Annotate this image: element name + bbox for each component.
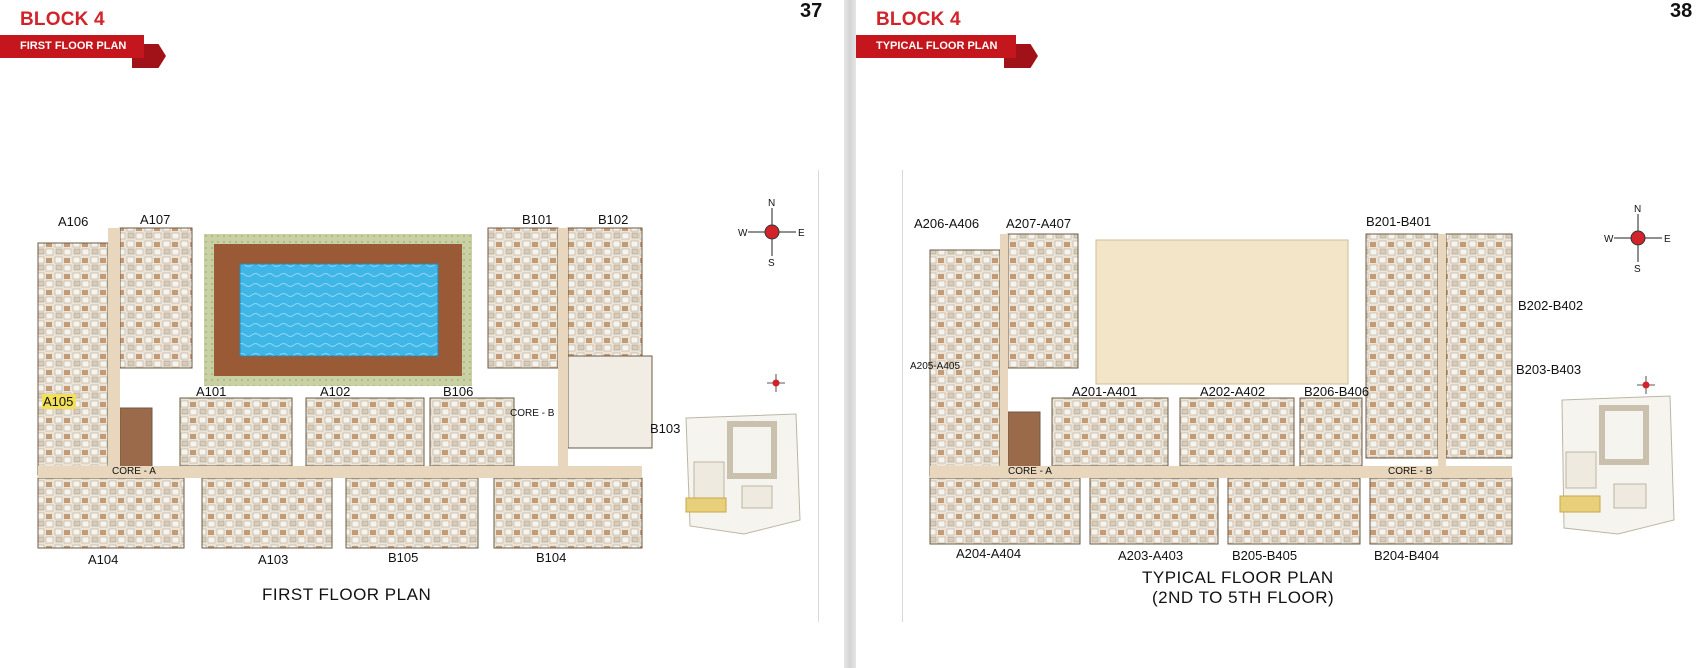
swimming-pool xyxy=(204,234,472,386)
small-compass-icon xyxy=(767,374,785,392)
unit-label-a205: A205-A405 xyxy=(910,361,960,372)
unit-label-b105: B105 xyxy=(388,550,418,565)
unit-label-a201: A201-A401 xyxy=(1072,384,1137,399)
unit-label-a207: A207-A407 xyxy=(1006,216,1071,231)
first-floor-plan-diagram: A106 A107 B101 B102 A105 A101 A102 B106 … xyxy=(37,198,805,604)
core-label-b: CORE - B xyxy=(510,408,555,419)
typical-floor-plan-diagram: A206-A406 A207-A407 B201-B401 B202-B402 … xyxy=(910,204,1675,607)
section-ribbon: FIRST FLOOR PLAN xyxy=(0,35,144,58)
unit-label-a204: A204-A404 xyxy=(956,546,1021,561)
unit-label-b104: B104 xyxy=(536,550,566,565)
compass-n: N xyxy=(1634,204,1641,215)
corridors xyxy=(930,234,1512,478)
highlight-a105 xyxy=(42,394,76,409)
compass-rose-icon: N S E W xyxy=(738,198,805,269)
core-label-b: CORE - B xyxy=(1388,466,1433,477)
compass-s: S xyxy=(1634,264,1641,275)
unit-label-a102: A102 xyxy=(320,384,350,399)
unit-label-a104: A104 xyxy=(88,552,118,567)
apartment-blocks xyxy=(929,233,1513,545)
open-lawn-area xyxy=(1095,239,1349,385)
corridors xyxy=(38,228,642,478)
unit-label-a203: A203-A403 xyxy=(1118,548,1183,563)
compass-rose-icon: N S E W xyxy=(1604,204,1671,275)
compass-e: E xyxy=(798,228,805,239)
unit-label-b204: B204-B404 xyxy=(1374,548,1439,563)
unit-label-a202: A202-A402 xyxy=(1200,384,1265,399)
unit-label-a105: A105 xyxy=(43,394,73,409)
right-page: BLOCK 4 TYPICAL FLOOR PLAN 38 xyxy=(856,0,1699,668)
section-ribbon: TYPICAL FLOOR PLAN xyxy=(856,35,1016,58)
page-gutter xyxy=(844,0,856,668)
unit-label-b203: B203-B403 xyxy=(1516,362,1581,377)
unit-label-b201: B201-B401 xyxy=(1366,214,1431,229)
compass-n: N xyxy=(768,198,775,209)
unit-label-b205: B205-B405 xyxy=(1232,548,1297,563)
core-label-a: CORE - A xyxy=(112,466,156,477)
left-page: BLOCK 4 FIRST FLOOR PLAN 37 xyxy=(0,0,844,668)
unit-label-b206: B206-B406 xyxy=(1304,384,1369,399)
core-label-a: CORE - A xyxy=(1008,466,1052,477)
plan-caption: FIRST FLOOR PLAN xyxy=(262,585,431,604)
unit-label-a106: A106 xyxy=(58,214,88,229)
apartment-blocks xyxy=(37,227,653,549)
page-number: 37 xyxy=(800,0,823,22)
block-title: BLOCK 4 xyxy=(876,9,961,30)
frame-divider xyxy=(902,170,903,622)
compass-s: S xyxy=(768,258,775,269)
compass-e: E xyxy=(1664,234,1671,245)
unit-label-a107: A107 xyxy=(140,212,170,227)
small-compass-icon xyxy=(1637,376,1655,394)
unit-label-a103: A103 xyxy=(258,552,288,567)
plan-caption-line1: TYPICAL FLOOR PLAN xyxy=(1142,568,1334,587)
key-site-plan xyxy=(685,413,801,535)
key-site-plan xyxy=(1559,395,1675,535)
unit-label-b106: B106 xyxy=(443,384,473,399)
unit-label-b102: B102 xyxy=(598,212,628,227)
block-title: BLOCK 4 xyxy=(20,9,105,30)
unit-label-a101: A101 xyxy=(196,384,226,399)
compass-w: W xyxy=(1604,234,1614,245)
frame-divider xyxy=(818,170,819,622)
plan-caption-line2: (2ND TO 5TH FLOOR) xyxy=(1152,588,1334,607)
unit-label-b202: B202-B402 xyxy=(1518,298,1583,313)
unit-label-b101: B101 xyxy=(522,212,552,227)
unit-label-b103: B103 xyxy=(650,421,680,436)
compass-w: W xyxy=(738,228,748,239)
page-number: 38 xyxy=(1670,0,1693,22)
unit-label-a206: A206-A406 xyxy=(914,216,979,231)
